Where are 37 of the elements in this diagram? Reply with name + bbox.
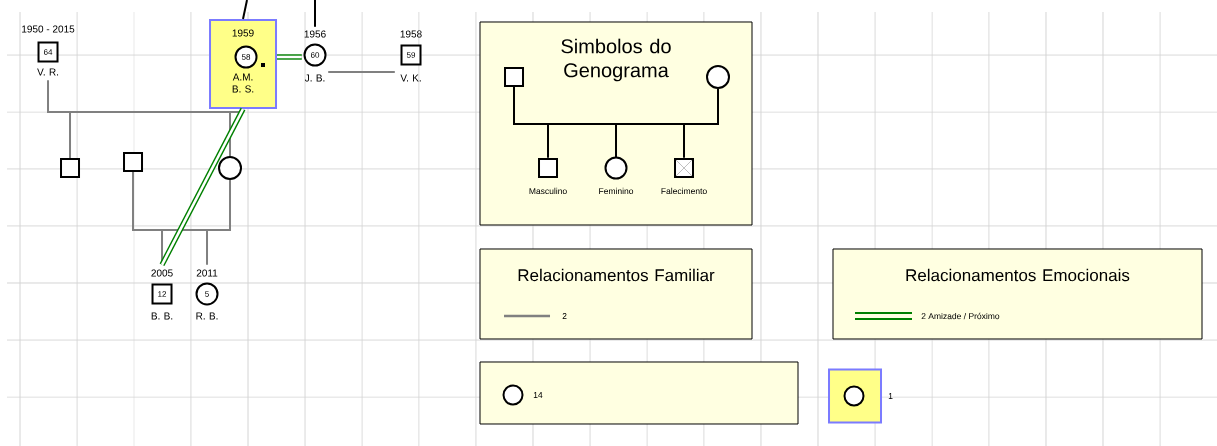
legend-panel (479, 21, 753, 226)
symbol-label: Falecimento (661, 187, 707, 195)
symbol-label: Masculino (529, 187, 567, 195)
panel-title: Relacionamentos Familiar (518, 268, 715, 282)
family-line (132, 171, 231, 266)
legend-panel (479, 248, 753, 340)
panel-title: Simbolos do Genograma (561, 38, 671, 82)
relationship-line (327, 71, 396, 73)
connector-line (242, 0, 248, 20)
name-label: V. R. (37, 68, 59, 76)
legend-label: 1 (888, 393, 893, 399)
year-label: 2005 (151, 269, 173, 277)
square-symbol (123, 152, 143, 172)
legend-panel (832, 248, 1203, 340)
legend-label: 2 (562, 313, 567, 319)
relationship-line (159, 107, 246, 267)
name-label: V. K. (400, 74, 421, 82)
square-symbol (504, 67, 524, 87)
year-label: 1959 (232, 29, 254, 37)
year-label: 1950 - 2015 (22, 25, 75, 33)
year-label: 1956 (304, 30, 326, 38)
symbol-label: Feminino (599, 187, 634, 195)
name-label: A.M. B. S. (232, 73, 254, 93)
year-label: 2011 (196, 269, 218, 277)
relationship-line (277, 54, 302, 60)
name-label: B. B. (151, 312, 173, 320)
circle-symbol (218, 156, 242, 180)
panel-title: Relacionamentos Emocionais (906, 268, 1130, 282)
name-label: J. B. (304, 74, 325, 82)
connector-line (314, 0, 316, 28)
circle-symbol (843, 385, 865, 407)
legend-label: 14 (533, 392, 543, 398)
family-line (513, 86, 719, 159)
name-label: R. B. (196, 312, 218, 320)
square-symbol (60, 158, 80, 178)
year-label: 1958 (400, 30, 422, 38)
legend-label: 2 Amizade / Próximo (921, 312, 1000, 320)
